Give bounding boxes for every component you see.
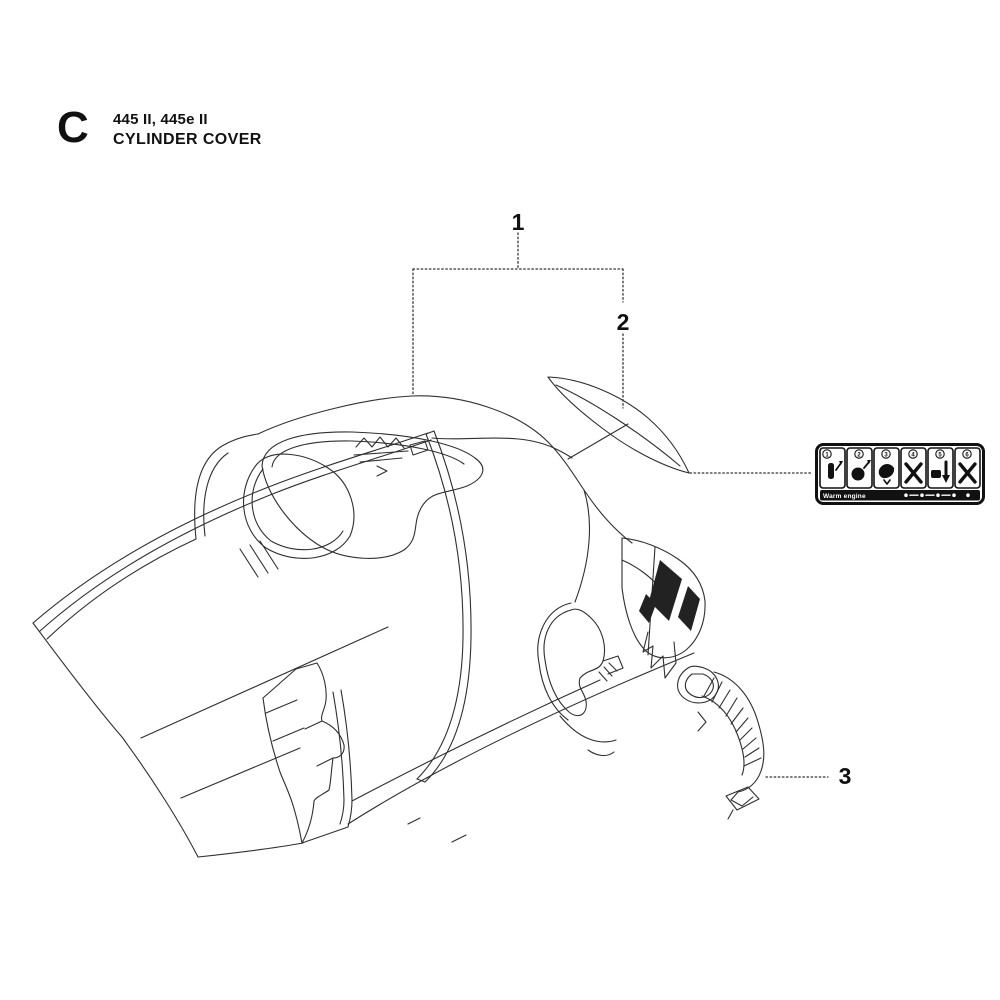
model-text: 445 II, 445e II: [113, 111, 208, 128]
decal-step-3: 3: [884, 452, 888, 458]
muffler-opening: [537, 602, 624, 757]
decal-position-leaf: [547, 376, 690, 474]
decal-panel-4: 4: [900, 447, 927, 489]
crown-logo: [353, 436, 429, 477]
section-letter: C: [57, 103, 89, 152]
callout-number-2: 2: [617, 309, 630, 335]
decal-panel-1: 1: [819, 447, 846, 489]
decal-bottom-text: Warm engine: [823, 493, 866, 500]
rear-latch-badge: [621, 537, 706, 679]
crossed-arrows-icon: [958, 462, 977, 484]
pull-handle-icon: [931, 460, 950, 483]
decal-panel-6: 6: [954, 447, 981, 489]
starter-recess: [239, 431, 484, 578]
part3-spring-clip: [677, 665, 765, 820]
decal-step-1: 1: [825, 452, 829, 458]
callout-leader-lines: [412, 232, 829, 778]
decal-step-4: 4: [911, 452, 915, 458]
page-title: CYLINDER COVER: [113, 131, 262, 148]
starting-instructions-decal: 1 2: [815, 443, 985, 505]
decal-text-strip: Warm engine: [820, 490, 980, 501]
callout-number-1: 1: [512, 209, 525, 235]
primer-bulb-icon: [851, 460, 871, 481]
choke-position-icon: [878, 464, 895, 485]
crossed-arrows-icon: [904, 462, 923, 484]
decal-step-5: 5: [938, 452, 942, 458]
choke-lever-icon: [828, 461, 843, 479]
decal-panel-3: 3: [873, 447, 900, 489]
decal-panel-2: 2: [846, 447, 873, 489]
cover-outline: [32, 395, 695, 858]
decal-step-6: 6: [965, 452, 969, 458]
decal-panel-5: 5: [927, 447, 954, 489]
callout-number-3: 3: [839, 763, 852, 789]
page-header: 445 II, 445e II CYLINDER COVER: [113, 112, 262, 148]
decal-step-2: 2: [857, 452, 861, 458]
front-latch-tabs: [262, 662, 353, 844]
